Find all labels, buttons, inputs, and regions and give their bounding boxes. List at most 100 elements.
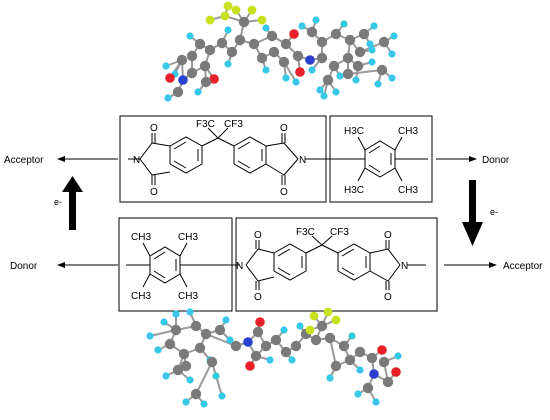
atom-bond	[195, 361, 213, 395]
carbon-atom	[172, 86, 184, 98]
carbon-atom	[280, 38, 292, 50]
methyl-label: H3C	[344, 126, 364, 137]
carbon-atom	[316, 320, 328, 332]
methyl-label: CH3	[131, 232, 151, 243]
hydrogen-atom	[394, 352, 402, 360]
carbon-atom	[344, 34, 356, 46]
hydrogen-atom	[262, 66, 270, 74]
carbon-atom	[186, 67, 198, 79]
carbon-atom	[248, 38, 260, 50]
hydrogen-atom	[186, 376, 194, 384]
carbon-atom	[292, 50, 304, 62]
carbon-atom	[290, 340, 302, 352]
hydrogen-atom	[354, 390, 362, 398]
methyl-label: CH3	[398, 126, 418, 137]
acceptor-structure-bottom: N O O F3C CF3 O O N	[236, 227, 426, 303]
fluorine-atom	[231, 5, 241, 15]
carbon-atom	[238, 16, 250, 28]
oxygen-atom	[295, 67, 305, 77]
methyl-label: CH3	[178, 232, 198, 243]
methyl-label: CH3	[131, 291, 151, 302]
hydrogen-atom	[162, 372, 170, 380]
methyl-label: CH3	[398, 185, 418, 196]
hydrogen-atom	[226, 336, 234, 344]
electron-label: e-	[490, 207, 498, 217]
oxygen-atom	[391, 367, 401, 377]
oxygen-label: O	[254, 292, 262, 303]
carbon-atom	[270, 334, 282, 346]
carbon-atom	[206, 356, 218, 368]
carbon-atom	[342, 68, 354, 80]
carbon-atom	[366, 352, 378, 364]
oxygen-label: O	[280, 123, 288, 134]
carbon-atom	[324, 332, 336, 344]
hydrogen-atom	[224, 26, 232, 34]
oxygen-label: O	[150, 187, 158, 198]
hydrogen-atom	[266, 356, 274, 364]
hydrogen-atom	[194, 88, 202, 96]
carbon-atom	[310, 334, 322, 346]
carbon-atom	[376, 64, 388, 76]
carbon-atom	[216, 37, 228, 49]
carbon-atom	[316, 36, 328, 48]
carbon-atom	[180, 360, 192, 372]
oxygen-label: O	[150, 123, 158, 134]
hydrogen-atom	[388, 74, 396, 82]
hydrogen-atom	[356, 366, 364, 374]
carbon-atom	[358, 28, 370, 40]
oxygen-atom	[377, 345, 387, 355]
hydrogen-atom	[182, 398, 190, 406]
fluorine-atom	[331, 315, 341, 325]
hydrogen-atom	[262, 24, 270, 32]
fluorine-atom	[309, 311, 319, 321]
carbon-atom	[280, 346, 292, 358]
hydrogen-atom	[374, 80, 382, 88]
hydrogen-atom	[200, 400, 208, 408]
carbon-atom	[190, 320, 202, 332]
carbon-atom	[362, 382, 374, 394]
hydrogen-atom	[218, 392, 226, 400]
hydrogen-atom	[186, 308, 194, 316]
fluorine-atom	[257, 15, 267, 25]
oxygen-atom	[209, 74, 219, 84]
fluorine-atom	[205, 15, 215, 25]
atom-bond	[205, 333, 237, 347]
hydrogen-atom	[160, 318, 168, 326]
carbon-atom	[342, 52, 354, 64]
carbon-atom	[199, 60, 211, 72]
fluorine-atom	[220, 11, 230, 21]
oxygen-label: O	[280, 187, 288, 198]
hydrogen-atom	[332, 88, 340, 96]
carbon-atom	[260, 340, 272, 352]
oxygen-atom	[289, 29, 299, 39]
carbon-atom	[178, 348, 190, 360]
fluorine-atom	[223, 1, 233, 11]
hydrogen-atom	[282, 74, 290, 82]
hydrogen-atom	[312, 16, 320, 24]
hydrogen-atom	[172, 310, 180, 318]
carbon-atom	[268, 46, 280, 58]
oxygen-atom	[165, 73, 175, 83]
nitrogen-label: N	[236, 261, 243, 272]
carbon-atom	[170, 324, 182, 336]
hydrogen-atom	[298, 22, 306, 30]
donor-label: Donor	[10, 261, 38, 272]
hydrogen-atom	[368, 46, 376, 54]
carbon-atom	[328, 60, 340, 72]
carbon-atom	[186, 50, 198, 62]
hydrogen-atom	[224, 60, 232, 68]
hydrogen-atom	[308, 66, 316, 74]
carbon-atom	[330, 28, 342, 40]
carbon-atom	[250, 350, 262, 362]
carbon-atom	[164, 338, 176, 350]
nitrogen-label: N	[133, 155, 140, 166]
hydrogen-atom	[212, 372, 220, 380]
hydrogen-atom	[222, 316, 230, 324]
hydrogen-atom	[370, 22, 378, 30]
molecule-model-bottom	[146, 307, 402, 408]
hydrogen-atom	[366, 40, 374, 48]
carbon-atom	[226, 46, 238, 58]
carbon-atom	[172, 364, 184, 376]
carbon-atom	[352, 60, 364, 72]
donor-label: Donor	[482, 155, 510, 166]
